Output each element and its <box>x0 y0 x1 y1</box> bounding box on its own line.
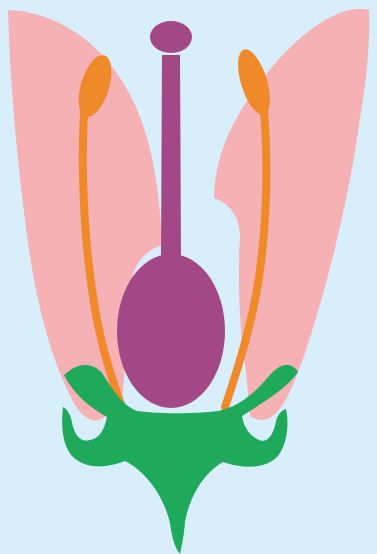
ovary <box>117 254 225 408</box>
style <box>161 55 181 256</box>
stigma <box>150 21 192 53</box>
